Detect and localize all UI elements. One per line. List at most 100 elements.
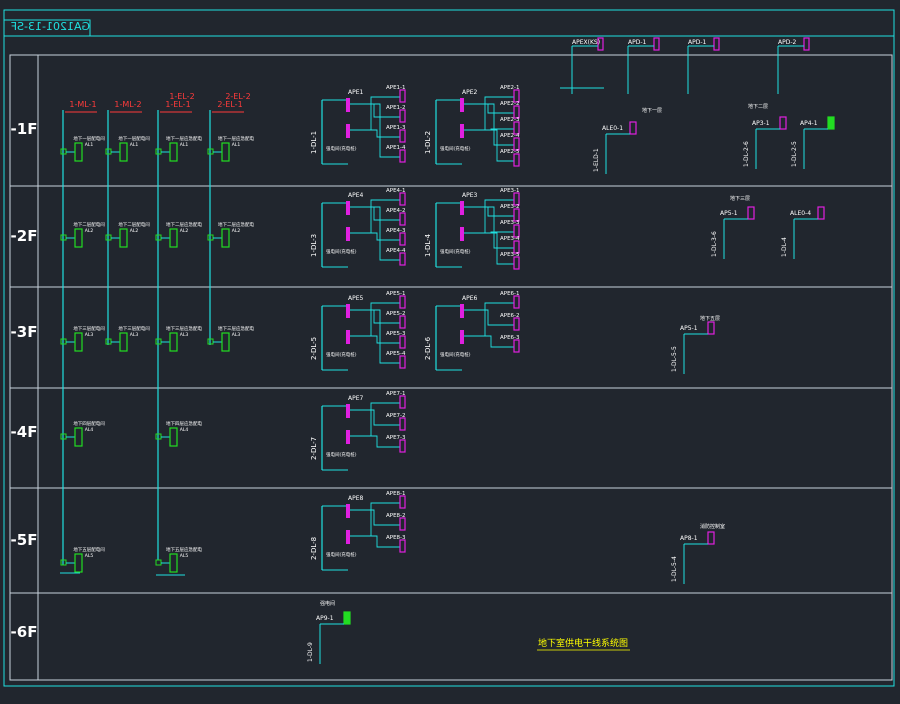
right-cable-label: 1-DL-9 — [307, 642, 314, 662]
branch-panel-box — [513, 153, 520, 167]
right-panel-code: AP5-1 — [680, 325, 698, 332]
branch-code-text: APE2-5 — [500, 149, 520, 155]
branch-panel-box — [399, 129, 406, 143]
right-note-text: 地下二层 — [748, 103, 768, 110]
branch-panel-box — [399, 232, 406, 246]
floor-label: -5F — [11, 531, 38, 549]
branch-code-text: APE8-2 — [386, 513, 406, 519]
top-panel-code: APD-1 — [628, 39, 647, 46]
branch-code-text: APE1-2 — [386, 105, 406, 111]
branch-panel-box — [399, 295, 406, 309]
floor-label: -4F — [11, 423, 38, 441]
right-panel: AP5-1 1-DL-3-6 — [711, 206, 755, 259]
riser-label: 2-EL-2 — [225, 92, 250, 101]
right-cable-label: 1-DL-3-6 — [711, 231, 718, 257]
branch-code-text: APE7-1 — [386, 391, 406, 397]
cable-label: 1-DL-4 — [424, 233, 432, 257]
branch-panel-box — [399, 192, 406, 206]
right-panel-box — [747, 206, 755, 220]
panel-box — [169, 553, 178, 573]
right-panel-box — [817, 206, 825, 220]
panel-box — [74, 142, 83, 162]
panel-code-text: AL5 — [85, 553, 94, 559]
panel-code-text: AL1 — [180, 142, 189, 148]
panel-location-text: 地下四层应急配电 — [166, 420, 202, 427]
panel-code-text: AL1 — [85, 142, 94, 148]
panel-code-text: AL2 — [130, 228, 139, 234]
panel-location-text: 地下二层配电间 — [73, 221, 105, 228]
branch-code-text: APE2-3 — [500, 117, 520, 123]
branch-panel-box — [513, 192, 520, 206]
panel-box — [221, 228, 230, 248]
right-cable-label: 1-DL-2-5 — [791, 141, 798, 167]
riser-label: 1-EL-1 — [165, 100, 190, 109]
panel-location-text: 强电间(充电桩) — [440, 248, 471, 255]
branch-line — [350, 409, 400, 426]
main-panel-box — [346, 404, 350, 418]
branch-panel-box — [399, 109, 406, 123]
panel-box — [74, 553, 83, 573]
cable-label: 2-DL-6 — [424, 336, 432, 360]
right-panel-box — [629, 121, 637, 135]
panel-location-text: 强电间(充电桩) — [326, 248, 357, 255]
branch-panel-box — [399, 439, 406, 453]
main-panel-box — [346, 530, 350, 544]
main-panel-box — [346, 430, 350, 444]
branch-panel-box — [399, 417, 406, 431]
branch-code-text: APE8-1 — [386, 491, 406, 497]
cable-label: 2-DL-7 — [310, 437, 318, 460]
right-panel: AP3-11-DL-2-6 — [743, 116, 787, 169]
branch-panel-box — [399, 335, 406, 349]
panel-location-text: 地下四层配电间 — [73, 420, 105, 427]
branch-panel-box — [513, 317, 520, 331]
panel-location-text: 地下一层应急配电 — [166, 135, 202, 142]
top-panel-box — [653, 37, 660, 51]
branch-panel-box — [513, 89, 520, 103]
main-panel-box — [346, 98, 350, 112]
panel-location-text: 地下五层应急配电 — [166, 546, 202, 553]
floor-labels: -1F-2F-3F-4F-5F-6F — [11, 120, 38, 641]
main-panel-box — [346, 504, 350, 518]
panel-code-text: AL4 — [180, 427, 189, 433]
branch-code-text: APE4-1 — [386, 188, 406, 194]
branch-code-text: APE1-4 — [386, 145, 406, 151]
branch-line — [350, 129, 400, 138]
branch-panel-box — [399, 395, 406, 409]
branch-panel-box — [513, 105, 520, 119]
panel-code-text: APE1 — [348, 89, 364, 96]
top-panel-code: APEX(KS) — [572, 39, 600, 46]
ape-group: 1-DL-3APE4强电间(充电桩)APE4-1APE4-2APE4-3APE4… — [310, 188, 406, 268]
branch-line — [464, 129, 514, 162]
ape-group: 1-DL-4APE3强电间(充电桩)APE3-1APE3-2APE3-3APE3… — [424, 188, 520, 270]
branch-code-text: APE6-1 — [500, 291, 520, 297]
panel-location-text: 强电间(充电桩) — [326, 145, 357, 152]
panel-box — [74, 228, 83, 248]
main-panel-box — [460, 227, 464, 241]
ape-group: 1-DL-2APE2强电间(充电桩)APE2-1APE2-2APE2-3APE2… — [424, 85, 520, 167]
ape-group: 1-DL-1APE1强电间(充电桩)APE1-1APE1-2APE1-3APE1… — [310, 85, 406, 165]
branch-code-text: APE5-4 — [386, 351, 406, 357]
branch-line — [350, 103, 400, 158]
right-cable-label: 1-DL-4 — [781, 237, 788, 257]
branch-line — [464, 335, 514, 348]
panel-location-text: 地下三层应急配电 — [166, 325, 202, 332]
panel-code-text: AL3 — [130, 332, 139, 338]
branch-line — [464, 206, 514, 249]
panel-location-text: 强电间(充电桩) — [326, 451, 357, 458]
right-panel-code: ALE0-1 — [602, 125, 623, 132]
branch-line — [350, 535, 400, 548]
branch-code-text: APE5-2 — [386, 311, 406, 317]
main-panel-box — [346, 330, 350, 344]
panel-code-text: APE3 — [462, 192, 478, 199]
branch-panel-box — [513, 224, 520, 238]
right-panel-code: AP5-1 — [720, 210, 738, 217]
branch-line — [350, 509, 400, 526]
main-panel-box — [346, 124, 350, 138]
branch-line — [464, 309, 514, 326]
branch-line — [350, 435, 400, 448]
branch-panel-box — [513, 137, 520, 151]
grid-border — [9, 54, 893, 681]
